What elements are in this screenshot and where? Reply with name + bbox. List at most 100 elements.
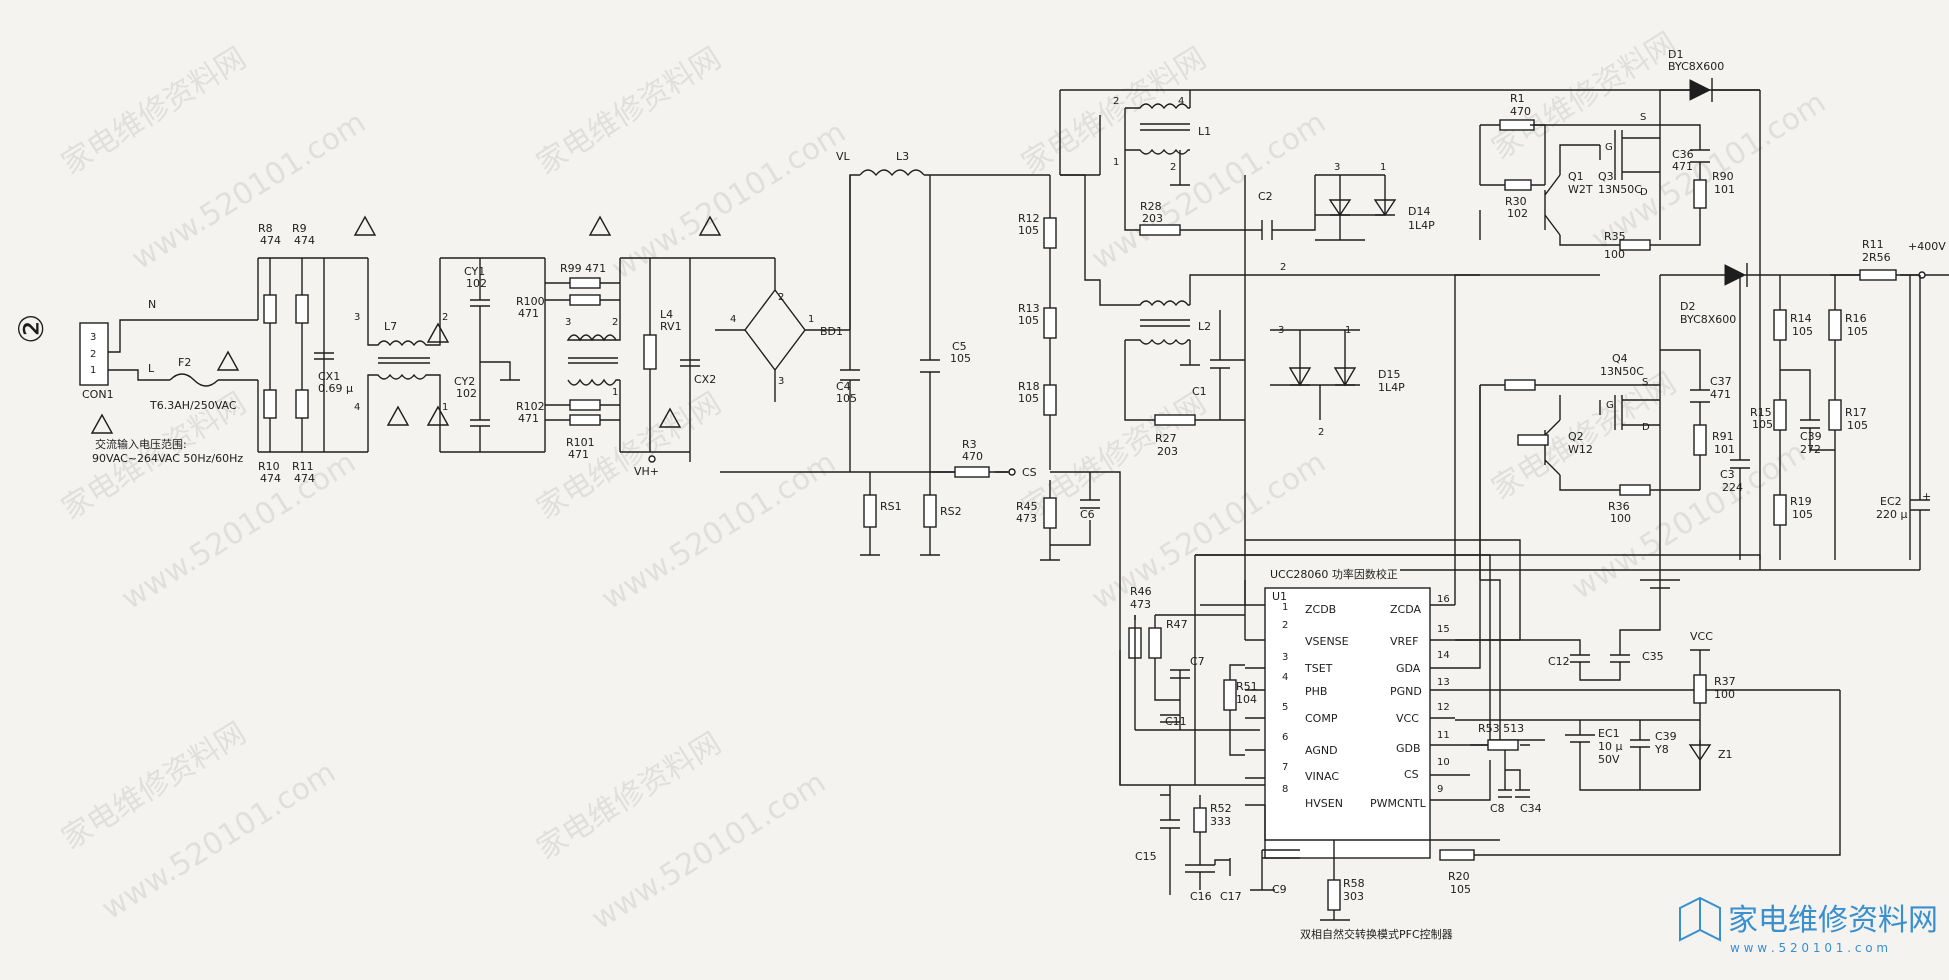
svg-text:VSENSE: VSENSE [1305,635,1349,648]
svg-text:2: 2 [1280,262,1286,273]
svg-text:TSET: TSET [1304,662,1333,675]
watermark-text: 家电维修资料网 [531,386,728,527]
svg-text:COMP: COMP [1305,712,1338,725]
svg-text:C5: C5 [952,340,967,353]
svg-text:100: 100 [1604,248,1625,261]
svg-text:1: 1 [1282,602,1288,613]
svg-text:2: 2 [1282,620,1288,631]
con1-label: CON1 [82,388,114,401]
svg-text:3: 3 [90,332,96,343]
svg-text:R52: R52 [1210,802,1232,815]
svg-text:C36: C36 [1672,148,1694,161]
svg-text:105: 105 [1792,508,1813,521]
svg-text:D2: D2 [1680,300,1695,313]
svg-text:R11: R11 [1862,238,1884,251]
svg-text:102: 102 [456,387,477,400]
svg-text:C8: C8 [1490,802,1505,815]
svg-text:T6.3AH/250VAC: T6.3AH/250VAC [149,399,237,412]
svg-text:R101: R101 [566,436,595,449]
bridge-rectifier-bd1: BD1 24 13 [715,258,850,402]
svg-text:3: 3 [1278,325,1284,336]
svg-text:R28: R28 [1140,200,1162,213]
svg-text:3: 3 [1334,162,1340,173]
svg-text:Y8: Y8 [1654,743,1669,756]
svg-text:L7: L7 [384,320,397,333]
svg-text:BYC8X600: BYC8X600 [1668,60,1724,73]
svg-text:PWMCNTL: PWMCNTL [1370,797,1427,810]
svg-text:100: 100 [1714,688,1735,701]
svg-text:CS: CS [1022,466,1037,479]
svg-text:474: 474 [260,234,281,247]
svg-text:R37: R37 [1714,675,1736,688]
warning-icon [353,215,377,236]
svg-text:VREF: VREF [1390,635,1418,648]
svg-text:471: 471 [518,412,539,425]
svg-text:3: 3 [1282,652,1288,663]
svg-text:7: 7 [1282,762,1288,773]
svg-text:2: 2 [778,292,784,303]
svg-text:R53 513: R53 513 [1478,722,1524,735]
watermark-url: www.520101.com [126,105,372,277]
svg-text:272: 272 [1800,443,1821,456]
svg-text:L3: L3 [896,150,909,163]
svg-text:R17: R17 [1845,406,1867,419]
svg-text:R19: R19 [1790,495,1812,508]
svg-text:3: 3 [778,376,784,387]
svg-text:Q2: Q2 [1568,430,1584,443]
watermark-layer: 家电维修资料网 www.520101.com 家电维修资料网 www.52010… [56,26,1832,937]
svg-text:474: 474 [294,472,315,485]
svg-text:470: 470 [1510,105,1531,118]
svg-text:R46: R46 [1130,585,1152,598]
svg-text:102: 102 [1507,207,1528,220]
svg-text:D14: D14 [1408,205,1430,218]
svg-text:105: 105 [1018,314,1039,327]
svg-text:104: 104 [1236,693,1257,706]
svg-text:PGND: PGND [1390,685,1422,698]
svg-text:C35: C35 [1642,650,1664,663]
input-range-value: 90VAC~264VAC 50Hz/60Hz [92,452,243,465]
svg-text:R11: R11 [292,460,314,473]
svg-text:HVSEN: HVSEN [1305,797,1343,810]
svg-text:15: 15 [1437,624,1450,635]
svg-text:105: 105 [1752,418,1773,431]
svg-text:F2: F2 [178,356,191,369]
svg-text:203: 203 [1157,445,1178,458]
svg-text:1: 1 [1380,162,1386,173]
svg-text:9: 9 [1437,784,1443,795]
svg-text:6: 6 [1282,732,1288,743]
svg-text:PHB: PHB [1305,685,1327,698]
svg-text:VH+: VH+ [634,465,659,478]
svg-text:L1: L1 [1198,125,1211,138]
svg-text:D: D [1640,187,1648,198]
svg-text:105: 105 [1018,224,1039,237]
svg-text:EC2: EC2 [1880,495,1902,508]
l-label: L [148,362,155,375]
logo-text: 家电维修资料网 [1728,903,1938,938]
svg-text:101: 101 [1714,443,1735,456]
svg-text:VL: VL [836,150,851,163]
svg-text:C16: C16 [1190,890,1212,903]
logo-url: w w w . 5 2 0 1 0 1 . c o m [1730,941,1888,955]
svg-text:Q4: Q4 [1612,352,1628,365]
warning-icon [426,322,450,343]
svg-text:C11: C11 [1165,715,1187,728]
svg-text:W2T: W2T [1568,183,1593,196]
svg-text:10: 10 [1437,757,1450,768]
svg-text:R14: R14 [1790,312,1812,325]
svg-text:1: 1 [808,314,814,325]
input-connector: 3 2 1 CON1 N L F2 T6.3AH/250VAC 交流输入电压范围… [79,298,258,465]
svg-text:C7: C7 [1190,655,1205,668]
svg-text:CS: CS [1404,768,1419,781]
svg-text:105: 105 [1847,325,1868,338]
svg-text:R18: R18 [1018,380,1040,393]
svg-text:0.69 μ: 0.69 μ [318,382,353,395]
watermark-text: 家电维修资料网 [531,41,728,182]
svg-text:4: 4 [1178,96,1184,107]
page-number: ② [12,314,52,344]
svg-text:R36: R36 [1608,500,1630,513]
svg-text:3: 3 [565,317,571,328]
